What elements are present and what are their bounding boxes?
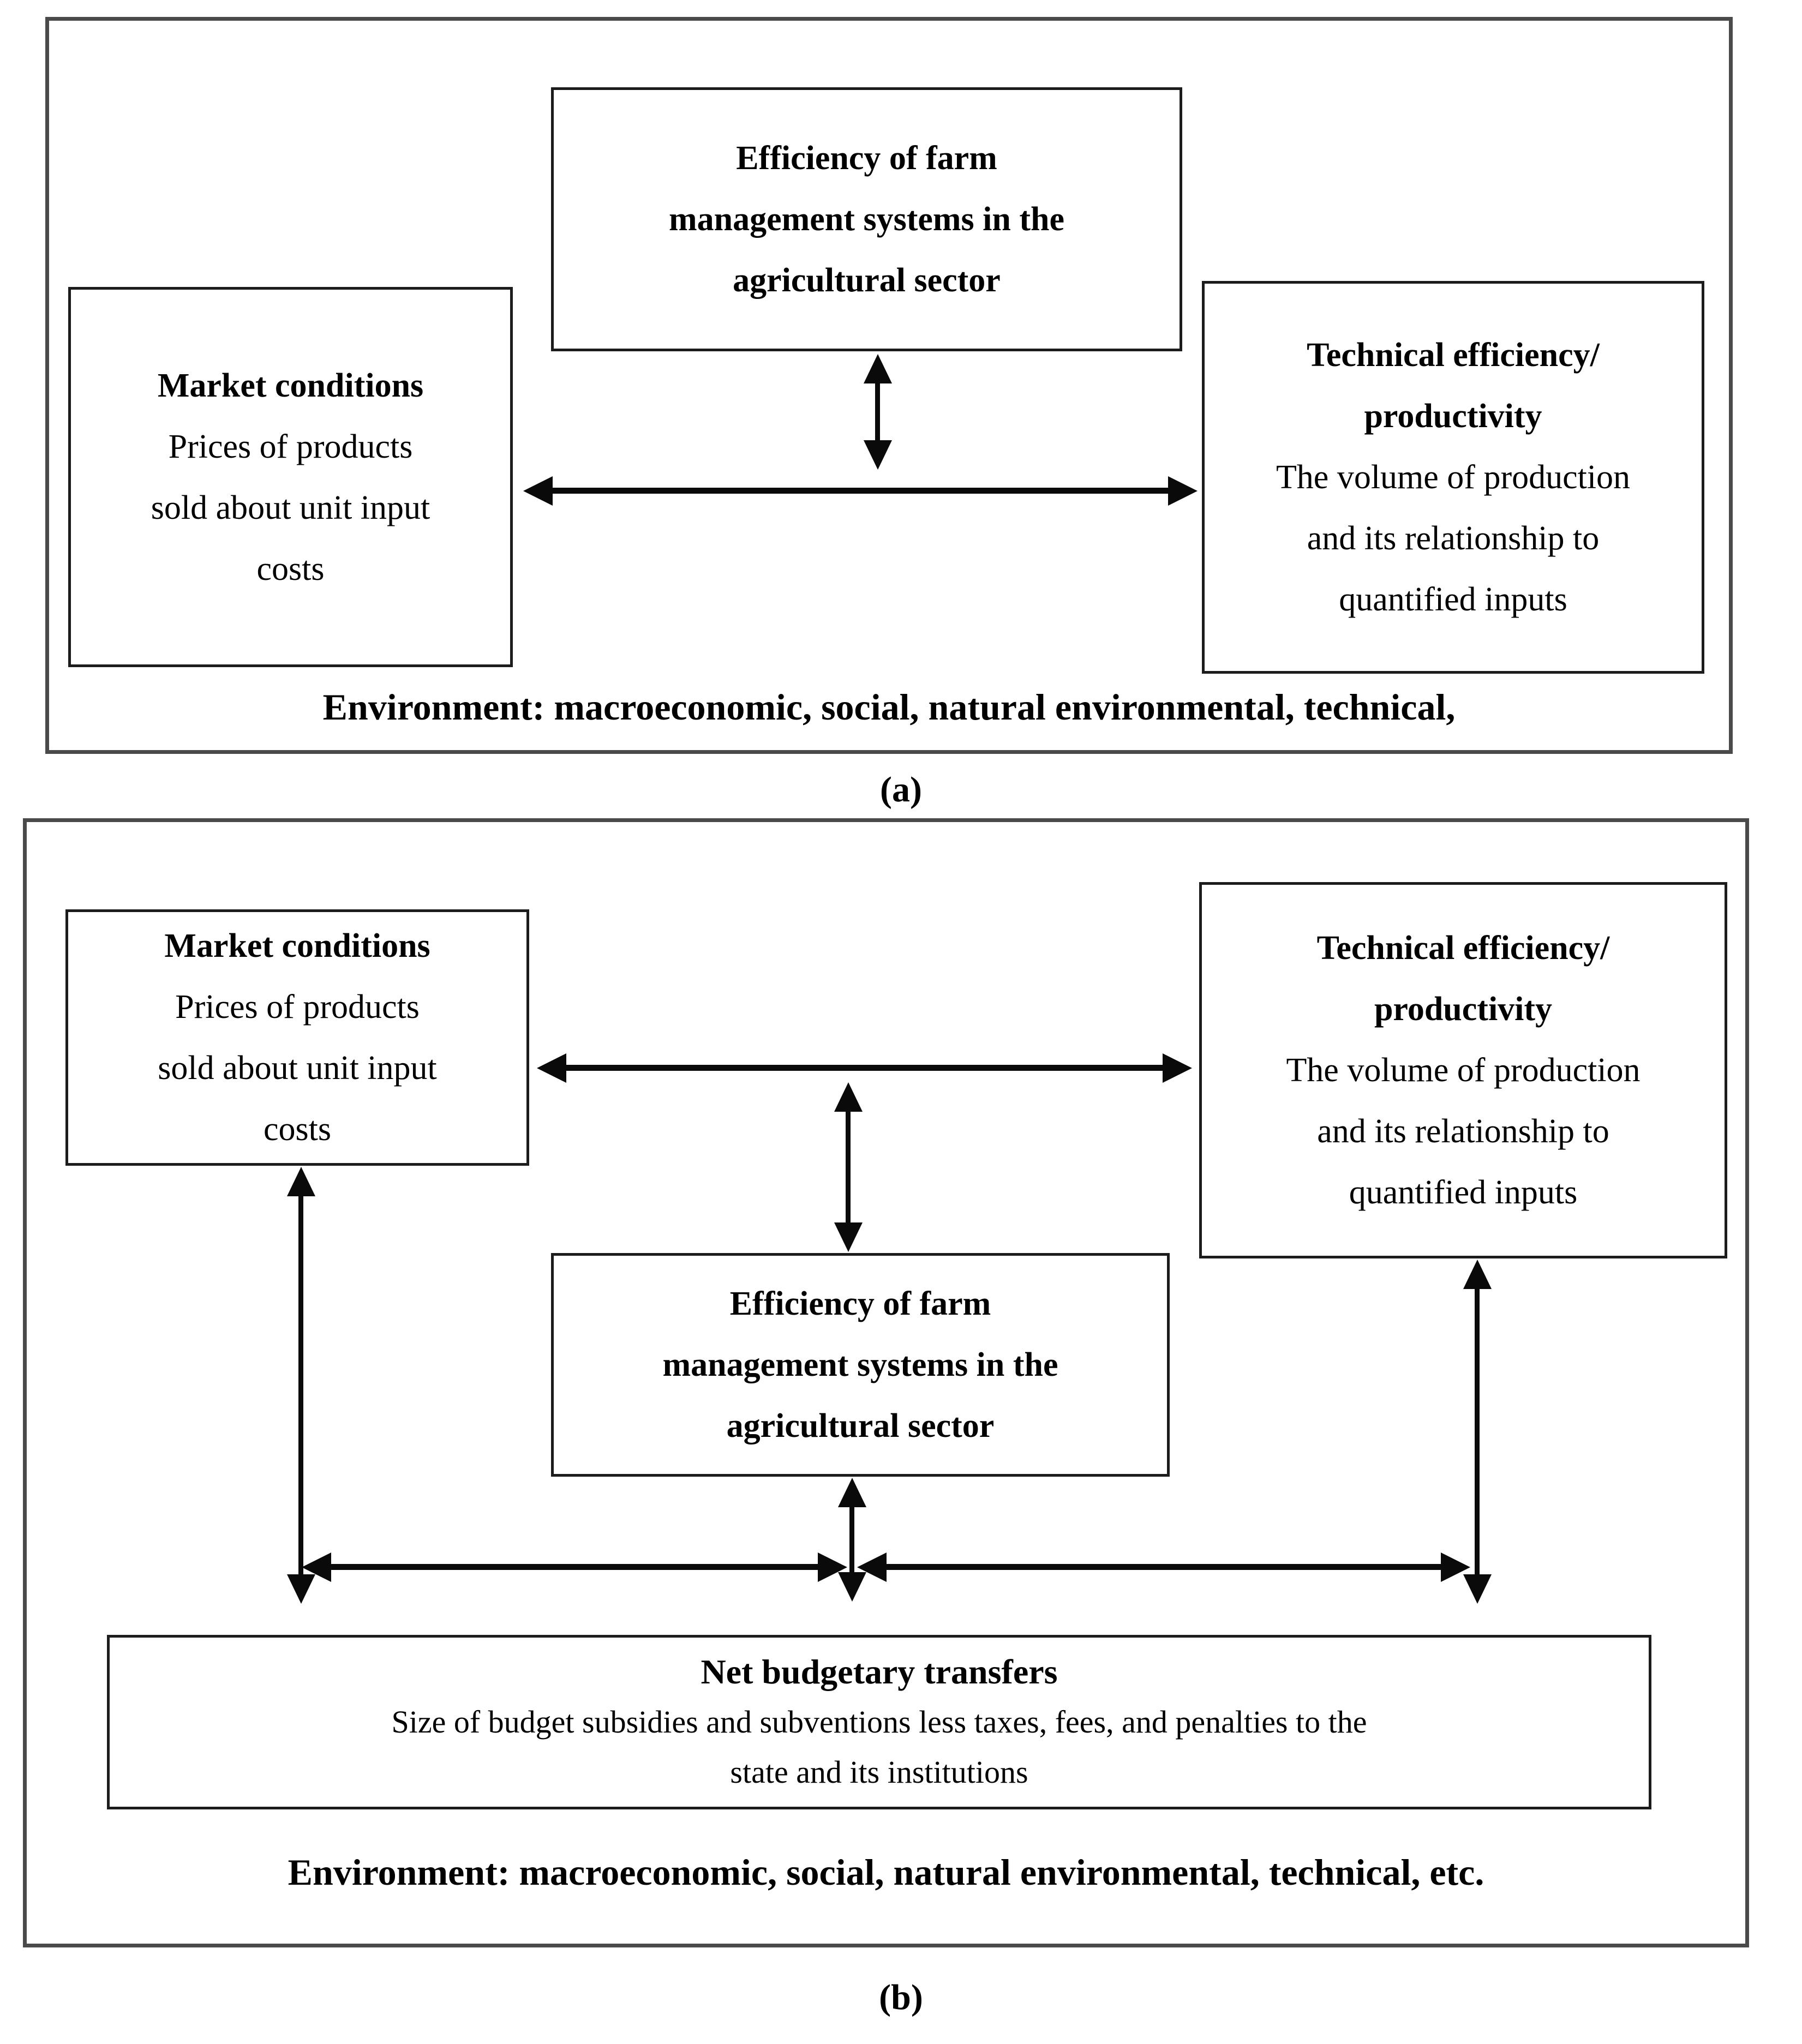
double-arrow-market-technical-b [565, 1065, 1164, 1071]
double-arrow-right-span-b [885, 1564, 1442, 1570]
double-arrow-technical-net-b [1475, 1288, 1480, 1575]
market-conditions-box-a-title: Market conditions [157, 367, 424, 404]
technical-efficiency-box-b-line: The volume of production [1286, 1052, 1641, 1089]
efficiency-box-b-line: Efficiency of farm [729, 1285, 991, 1322]
technical-efficiency-box-a: Technical efficiency/ productivity The v… [1202, 281, 1704, 674]
net-budgetary-transfers-line: state and its institutions [730, 1754, 1028, 1790]
efficiency-box-a-line: management systems in the [669, 201, 1064, 238]
technical-efficiency-box-b-line: and its relationship to [1317, 1113, 1609, 1150]
technical-efficiency-box-a-title: productivity [1364, 398, 1542, 435]
net-budgetary-transfers-text: Net budgetary transfers Size of budget s… [110, 1647, 1649, 1797]
efficiency-box-a-line: Efficiency of farm [736, 140, 997, 177]
panel-b: Market conditions Prices of products sol… [23, 818, 1749, 1947]
efficiency-box-b-line: management systems in the [662, 1346, 1058, 1383]
technical-efficiency-box-b-text: Technical efficiency/ productivity The v… [1202, 918, 1725, 1223]
double-arrow-efficiency-net-b [849, 1506, 854, 1573]
efficiency-box-b-text: Efficiency of farm management systems in… [554, 1273, 1167, 1456]
market-conditions-box-a-text: Market conditions Prices of products sol… [71, 355, 510, 600]
market-conditions-box-b-line: costs [264, 1111, 331, 1148]
technical-efficiency-box-b: Technical efficiency/ productivity The v… [1199, 882, 1727, 1258]
double-arrow-efficiency-link-a [875, 382, 880, 441]
efficiency-box-a-line: agricultural sector [733, 262, 1001, 299]
technical-efficiency-box-b-title: Technical efficiency/ [1316, 930, 1610, 967]
market-conditions-box-b: Market conditions Prices of products sol… [65, 909, 529, 1166]
market-conditions-box-a: Market conditions Prices of products sol… [68, 287, 513, 667]
net-budgetary-transfers-title: Net budgetary transfers [701, 1652, 1058, 1691]
technical-efficiency-box-a-text: Technical efficiency/ productivity The v… [1205, 325, 1702, 630]
market-conditions-box-b-line: sold about unit input [158, 1050, 437, 1087]
market-conditions-box-b-line: Prices of products [175, 988, 420, 1026]
double-arrow-left-span-b [330, 1564, 819, 1570]
environment-caption-b: Environment: macroeconomic, social, natu… [288, 1851, 1484, 1893]
environment-caption-a: Environment: macroeconomic, social, natu… [322, 686, 1456, 728]
panel-b-label: (b) [879, 1977, 923, 2017]
net-budgetary-transfers-box: Net budgetary transfers Size of budget s… [107, 1635, 1651, 1809]
efficiency-box-b-line: agricultural sector [726, 1407, 995, 1444]
technical-efficiency-box-a-line: quantified inputs [1339, 581, 1567, 618]
market-conditions-box-b-title: Market conditions [164, 927, 430, 964]
double-arrow-market-technical-a [552, 488, 1169, 494]
technical-efficiency-box-b-title: productivity [1374, 991, 1553, 1028]
double-arrow-market-efficiency-b [846, 1111, 851, 1224]
market-conditions-box-b-text: Market conditions Prices of products sol… [68, 915, 526, 1160]
efficiency-box-a: Efficiency of farm management systems in… [551, 87, 1182, 351]
market-conditions-box-a-line: Prices of products [168, 428, 413, 465]
technical-efficiency-box-a-line: and its relationship to [1307, 520, 1600, 557]
panel-a-label: (a) [880, 770, 922, 810]
market-conditions-box-a-line: costs [256, 550, 325, 588]
double-arrow-market-net-b [298, 1195, 303, 1575]
technical-efficiency-box-a-title: Technical efficiency/ [1307, 337, 1600, 374]
technical-efficiency-box-b-line: quantified inputs [1349, 1174, 1578, 1211]
efficiency-box-a-text: Efficiency of farm management systems in… [554, 128, 1180, 311]
technical-efficiency-box-a-line: The volume of production [1276, 459, 1631, 496]
market-conditions-box-a-line: sold about unit input [151, 489, 430, 526]
efficiency-box-b: Efficiency of farm management systems in… [551, 1253, 1170, 1477]
panel-a: Efficiency of farm management systems in… [45, 17, 1733, 754]
net-budgetary-transfers-line: Size of budget subsidies and subventions… [391, 1704, 1367, 1740]
